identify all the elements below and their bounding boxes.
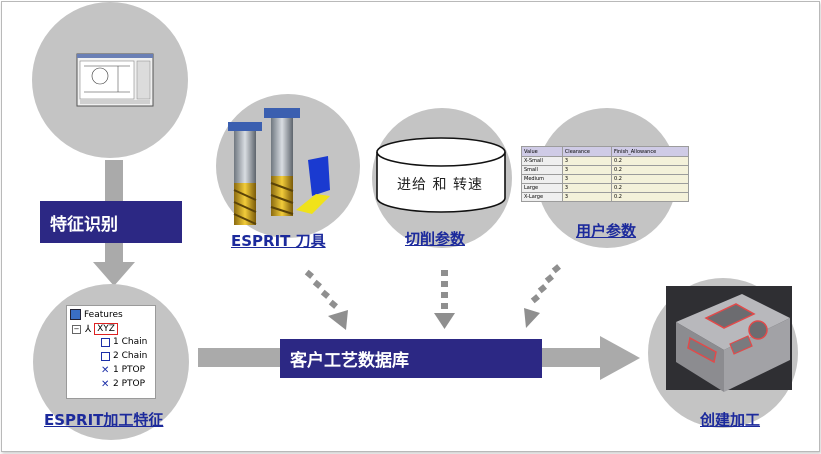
collapse-icon: − xyxy=(72,324,81,334)
user-params-caption: 用户参数 xyxy=(576,222,637,240)
main-arrow-head xyxy=(600,336,640,380)
tree-root-label: Features xyxy=(84,309,123,320)
axis-icon: ⅄ xyxy=(85,323,92,335)
database-label: 客户工艺数据库 xyxy=(290,351,409,371)
feed-speed-text: 进给 和 转速 xyxy=(397,177,483,193)
cell: 3 xyxy=(561,192,613,202)
ptop-icon: ✕ xyxy=(101,378,110,390)
ptop-icon: ✕ xyxy=(101,364,110,376)
tree-item-label: 1 PTOP xyxy=(113,365,146,375)
create-machining-caption: 创建加工 xyxy=(700,411,761,429)
esprit-tools-caption: ESPRIT 刀具 xyxy=(231,232,326,250)
dotted-arrow-user-params xyxy=(524,264,561,328)
features-folder-icon xyxy=(70,309,81,320)
down-arrow-head xyxy=(93,262,135,286)
esprit-feature-caption: ESPRIT加工特征 xyxy=(44,411,164,429)
cell: 0.2 xyxy=(611,192,689,202)
table-row: X-Large 3 0.2 xyxy=(521,192,689,202)
tree-item-label: 2 PTOP xyxy=(113,379,146,389)
database-box: 客户工艺数据库 xyxy=(280,339,542,378)
chain-icon xyxy=(101,337,110,347)
dotted-arrow-tools xyxy=(304,269,348,330)
tree-xyz: − ⅄ XYZ xyxy=(72,323,118,335)
tree-root: Features xyxy=(70,309,123,320)
feature-tree-panel: Features − ⅄ XYZ 1 Chain 2 Chain ✕ 1 PTO… xyxy=(66,305,156,399)
tree-item: 1 Chain xyxy=(101,337,147,347)
cut-params-caption: 切削参数 xyxy=(405,230,466,248)
tree-item: ✕ 2 PTOP xyxy=(101,379,145,389)
parameter-table: Value Clearance Finish_Allowance X-Small… xyxy=(521,146,689,202)
tree-item-label: 2 Chain xyxy=(113,351,148,361)
tree-item: ✕ 1 PTOP xyxy=(101,365,145,375)
dotted-arrow-cut-params xyxy=(434,270,455,329)
xyz-label: XYZ xyxy=(94,323,118,335)
tree-item-label: 1 Chain xyxy=(113,337,148,347)
tree-item: 2 Chain xyxy=(101,351,147,361)
feature-recognition-label: 特征识别 xyxy=(50,214,118,235)
feature-recognition-box: 特征识别 xyxy=(40,201,182,243)
chain-icon xyxy=(101,351,110,361)
